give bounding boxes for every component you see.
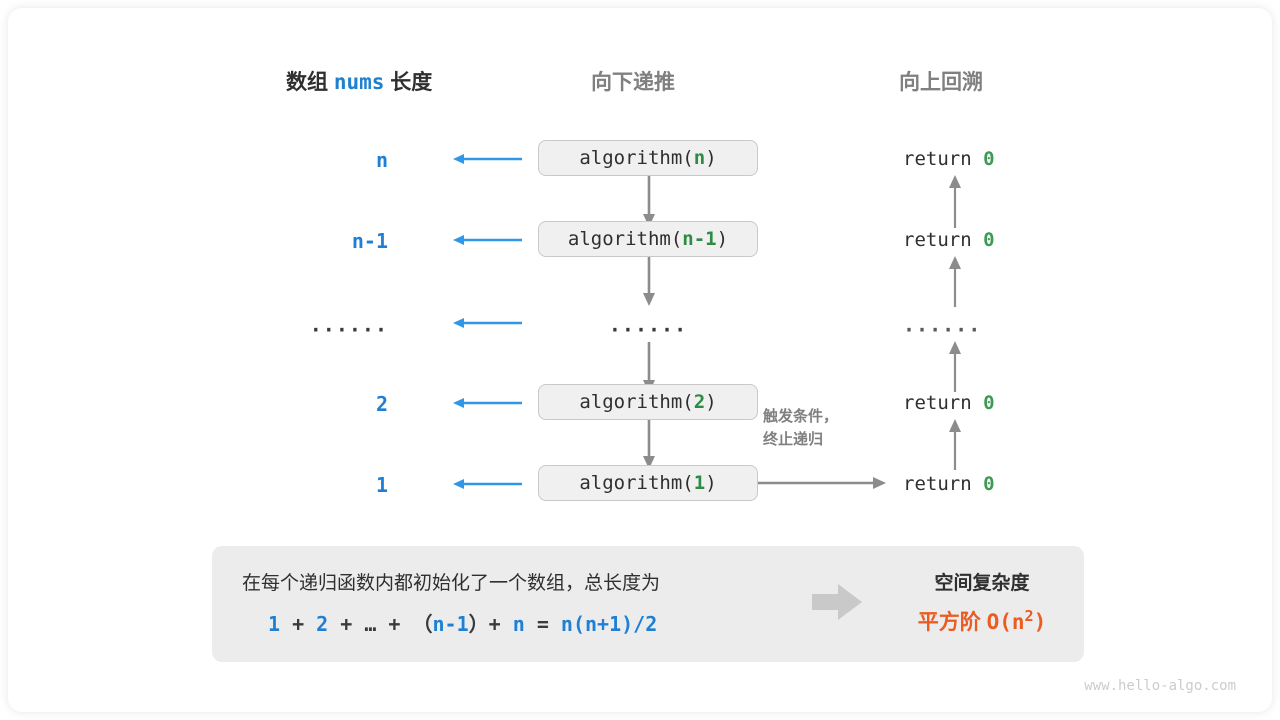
summary-complexity: 平方阶 O(n2) [892,606,1072,636]
terminate-note-line-2: 终止递归 [763,430,824,448]
down-arrow-1-to-2 [643,176,655,227]
base-case-arrow [758,477,886,489]
call-text-row-5-prefix: algorithm( [579,472,694,494]
call-text-row-4-suffix: ) [705,391,717,413]
up-arrow-dots-to-2 [949,256,961,307]
length-label-row-5: 1 [375,473,388,497]
terminate-note: 触发条件， 终止递归 [763,406,838,451]
down-arrow-row4-to-row5 [643,420,655,469]
call-box-row-4: algorithm(2) [538,384,758,420]
diagram-card: 数组 nums 长度 向下递推 向上回溯 n algorithm(n) retu… [8,8,1272,712]
summary-formula: 1 + 2 + … + （n-1）+ n = n(n+1)/2 [268,608,657,637]
return-row-3-dots: ······ [903,318,982,342]
watermark: www.hello-algo.com [1084,678,1236,694]
up-arrow-row4-to-dots [949,341,961,392]
blue-arrow-row-3 [453,318,522,328]
right-arrow-icon [812,584,862,620]
complexity-notation: O(n [986,610,1025,634]
call-box-row-2: algorithm(n-1) [538,221,758,257]
summary-title: 空间复杂度 [934,573,1030,594]
length-label-row-2: n-1 [351,229,388,253]
up-arrow-2-to-1 [949,175,961,228]
call-text-row-2-suffix: ) [716,228,729,250]
header-left-prefix: 数组 [286,71,328,94]
terminate-note-line-1: 触发条件， [763,408,839,425]
complexity-close: ) [1033,610,1047,634]
down-arrow-2-to-dots [643,257,655,306]
summary-description: 在每个递归函数内都初始化了一个数组，总长度为 [242,573,661,594]
call-box-row-1: algorithm(n) [538,140,758,176]
formula-term-2: 2 [316,612,329,636]
return-value-row-4: 0 [983,392,995,414]
call-arg-row-1: n [693,147,706,169]
return-keyword-row-5: return [903,473,972,495]
complexity-exponent: 2 [1024,607,1034,625]
return-value-row-5: 0 [983,473,995,495]
return-row-2: return 0 [903,229,995,251]
call-text-row-4-prefix: algorithm( [579,391,694,413]
call-text-row-5-suffix: ) [705,472,717,494]
call-box-row-5: algorithm(1) [538,465,758,501]
blue-arrow-row-5 [453,479,522,489]
blue-arrow-row-4 [453,398,522,408]
formula-op-1: + [280,612,317,636]
return-keyword-row-4: return [903,392,972,414]
header-return-up: 向上回溯 [899,71,983,94]
up-arrow-row5-to-row4 [949,419,961,470]
complexity-label: 平方阶 [917,611,981,634]
formula-op-4: = [524,612,561,636]
return-keyword-row-2: return [903,229,972,251]
return-row-5: return 0 [903,473,995,495]
return-row-1: return 0 [903,148,995,170]
return-row-4: return 0 [903,392,995,414]
formula-op-2: + … + （ [328,612,433,636]
call-box-row-3-dots: ······ [608,318,688,342]
blue-arrow-row-2 [453,235,522,245]
length-label-row-3: ······ [309,318,388,342]
formula-term-1: 1 [268,612,281,636]
call-arg-row-4: 2 [693,391,706,413]
formula-op-3: ）+ [468,612,513,636]
formula-result: n(n+1)/2 [560,612,658,636]
formula-term-3: n-1 [432,612,469,636]
length-label-row-4: 2 [375,392,388,416]
return-value-row-2: 0 [983,229,995,251]
header-array-length: 数组 nums 长度 [286,66,432,96]
call-text-row-1-prefix: algorithm( [579,147,694,169]
length-label-row-1: n [375,148,388,172]
blue-arrow-row-1 [453,154,522,164]
call-arg-row-5: 1 [693,472,706,494]
call-text-row-2-prefix: algorithm( [567,228,683,250]
summary-panel: 在每个递归函数内都初始化了一个数组，总长度为 1 + 2 + … + （n-1）… [212,546,1084,662]
header-left-code: nums [333,70,385,94]
header-recurse-down: 向下递推 [591,71,675,94]
return-value-row-1: 0 [983,148,995,170]
formula-term-4: n [512,612,525,636]
call-arg-row-2: n-1 [682,228,717,250]
return-keyword-row-1: return [903,148,972,170]
header-left-suffix: 长度 [390,71,433,94]
call-text-row-1-suffix: ) [705,147,717,169]
